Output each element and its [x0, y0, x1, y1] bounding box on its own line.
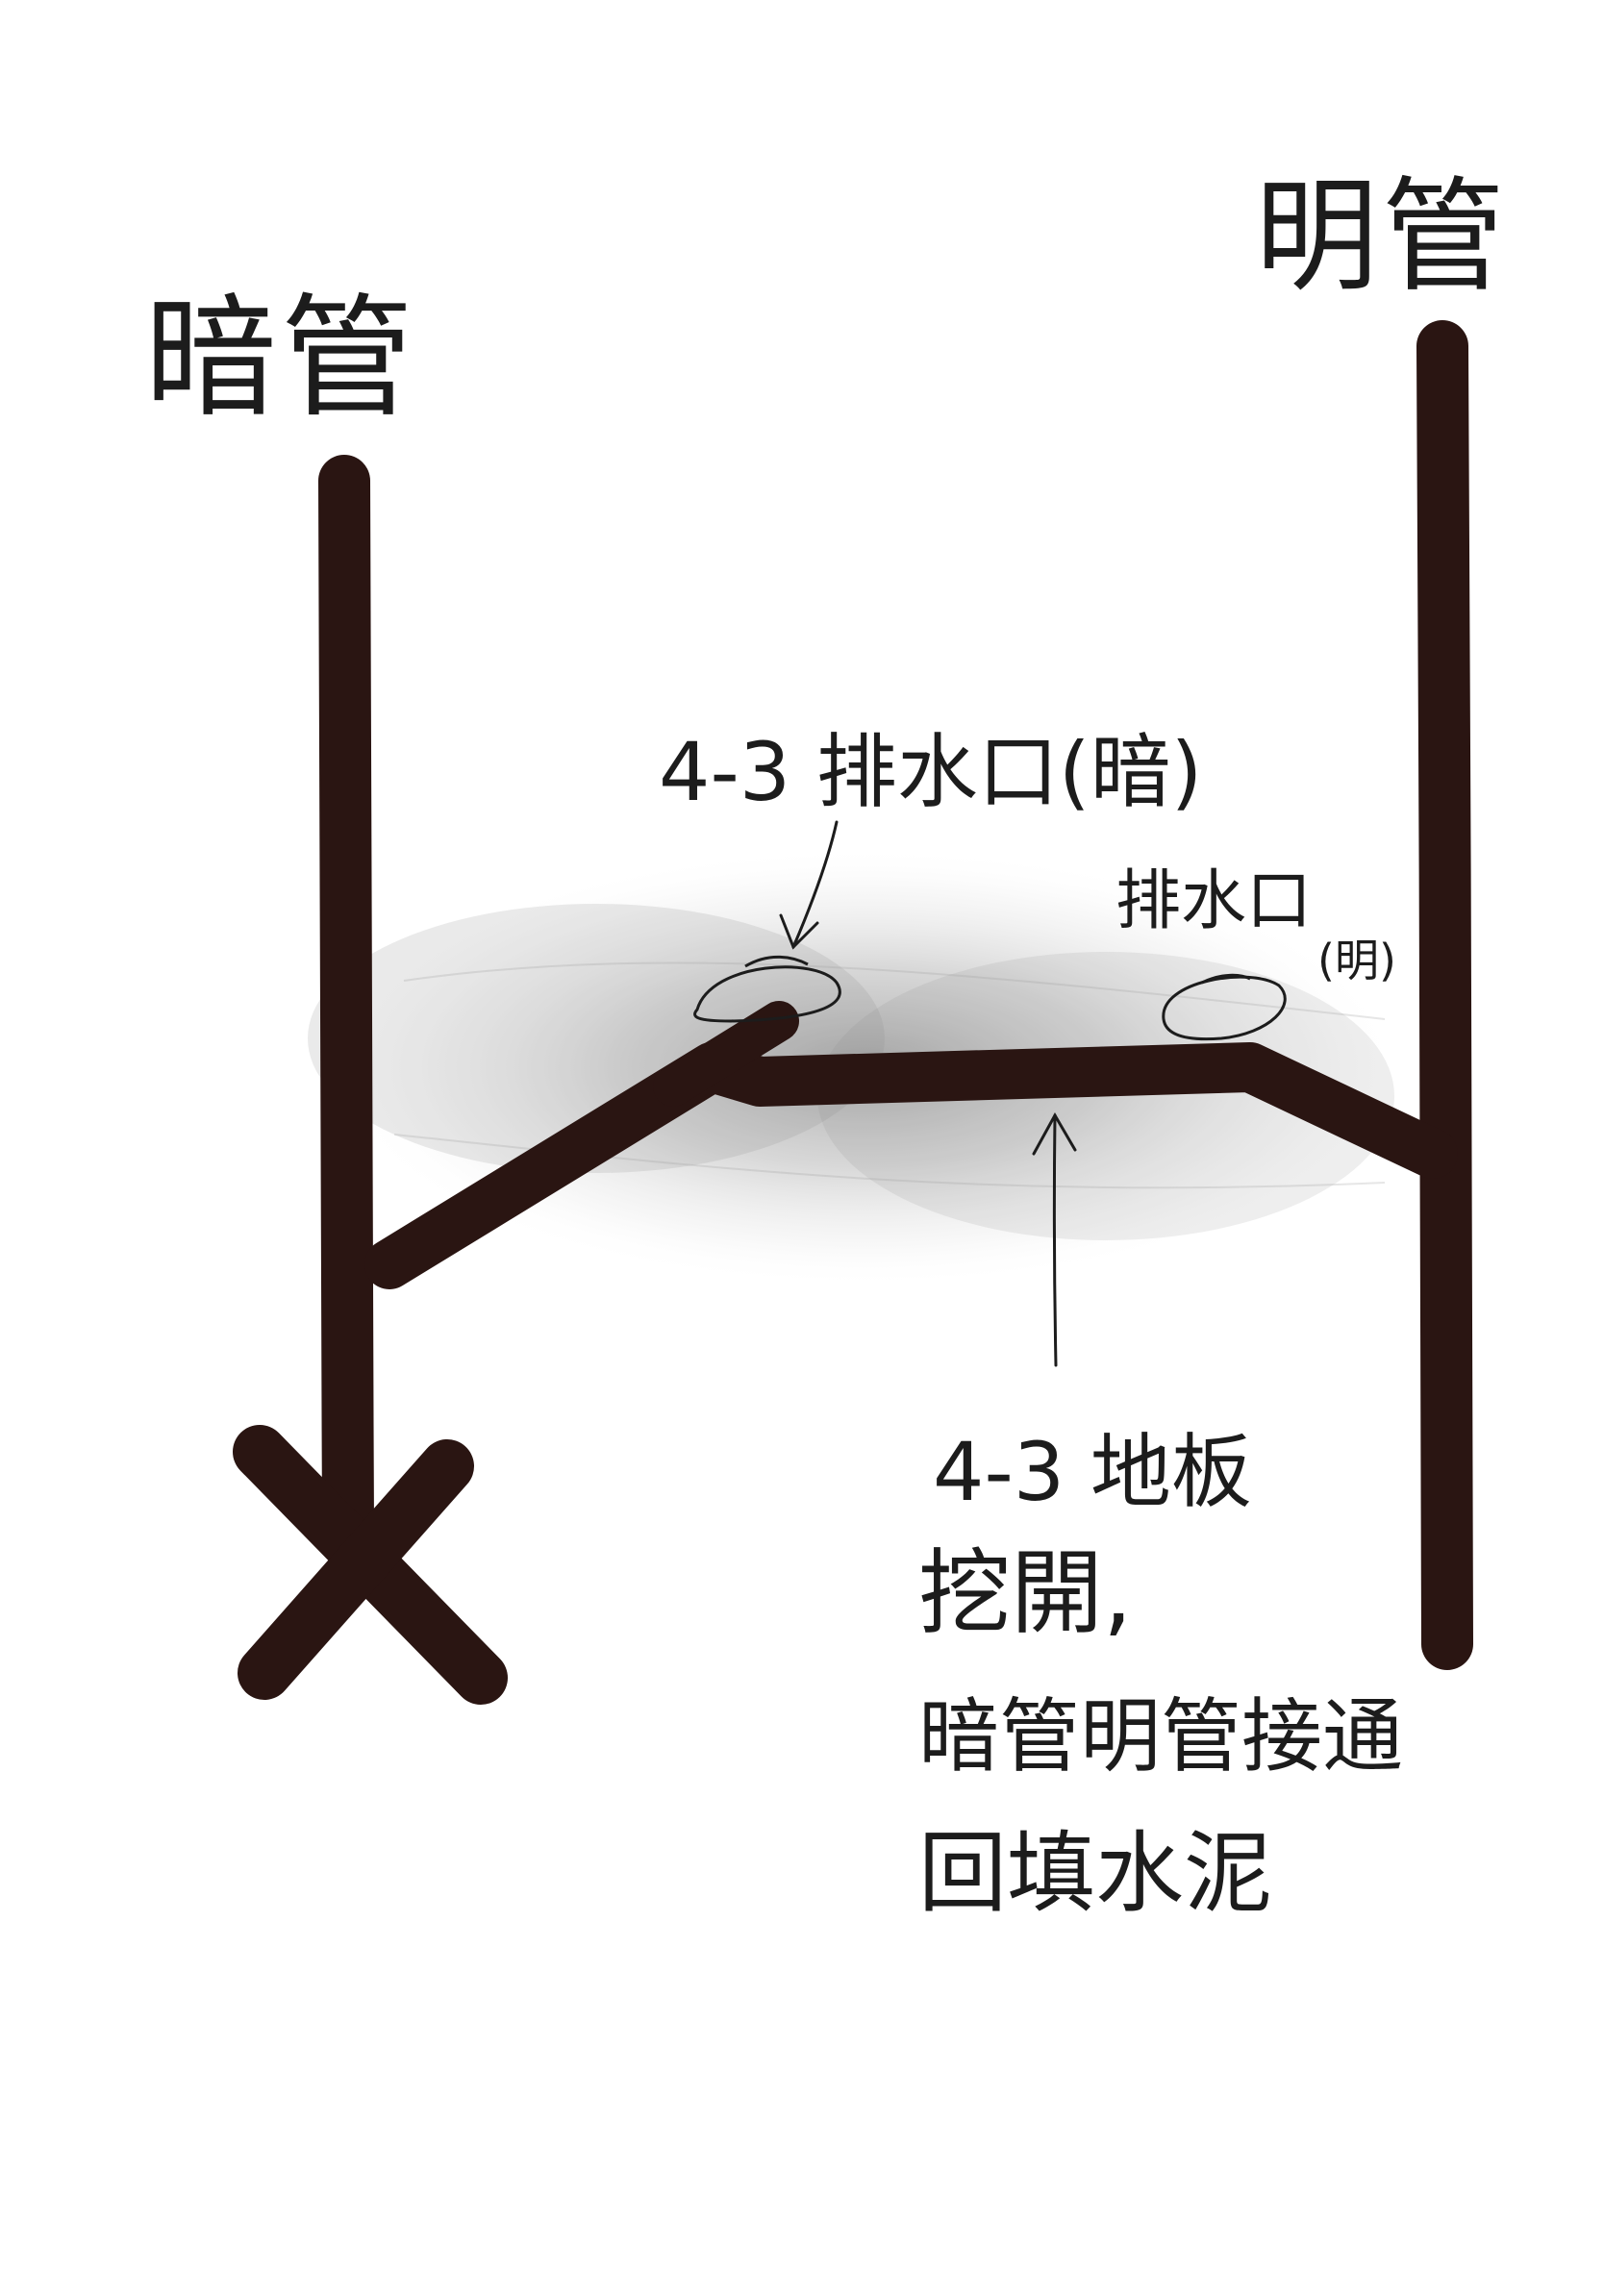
arrow-to-concealed-drain-head — [779, 913, 819, 950]
label-drain-exposed-suffix: (明) — [1317, 935, 1396, 986]
arrow-to-floor — [1052, 1113, 1058, 1367]
arrow-to-floor-head — [1032, 1111, 1077, 1156]
connecting-pipe — [364, 1042, 1458, 1289]
drain-concealed-inner — [744, 955, 809, 968]
label-drain-exposed: 排水口 — [1115, 863, 1312, 939]
label-concealed-pipe: 暗管 — [144, 281, 417, 436]
drain-exposed-outline — [1162, 975, 1287, 1041]
pipes — [233, 320, 1473, 1705]
drain-openings — [693, 955, 1287, 1041]
exposed-pipe-vertical — [1416, 320, 1473, 1670]
label-drain-concealed: 4-3 排水口(暗) — [659, 725, 1202, 819]
arrows — [779, 820, 1077, 1367]
connecting-pipe-stub — [653, 1001, 799, 1107]
x-mark-stroke-b — [238, 1439, 474, 1700]
drain-exposed-inner — [1201, 973, 1251, 985]
drain-concealed-outline — [693, 965, 841, 1023]
label-floor-line-3: 暗管明管接通 — [918, 1689, 1403, 1784]
label-floor-line-1: 4-3 地板 — [933, 1425, 1252, 1519]
label-floor-line-4: 回填水泥 — [918, 1822, 1272, 1925]
label-floor-line-2: 挖開, — [918, 1539, 1133, 1647]
label-exposed-pipe: 明管 — [1255, 165, 1509, 309]
concealed-pipe-vertical — [318, 455, 374, 1555]
labels: 暗管 明管 4-3 排水口(暗) 排水口 (明) 4-3 地板 挖開, 暗管明管… — [144, 165, 1509, 1925]
arrow-to-concealed-drain — [791, 820, 839, 949]
